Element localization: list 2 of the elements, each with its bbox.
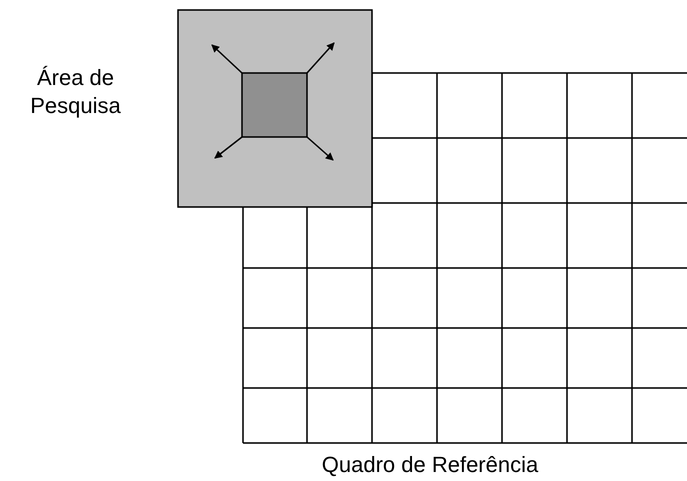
- reference-frame-label: Quadro de Referência: [320, 451, 540, 479]
- search-area-label: Área de Pesquisa: [29, 64, 122, 120]
